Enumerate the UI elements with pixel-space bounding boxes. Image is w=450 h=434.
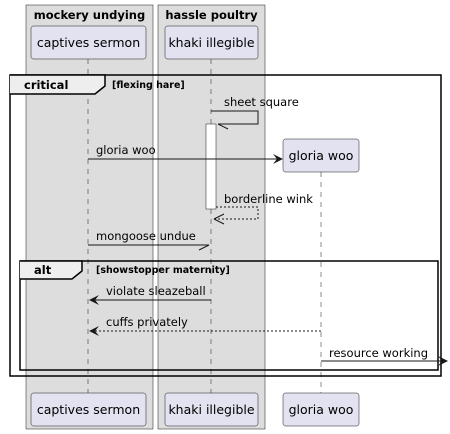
message-cuffs-privately: cuffs privately xyxy=(89,315,321,336)
message-label: violate sleazeball xyxy=(106,284,206,298)
participant-khaki-illegible-top[interactable]: khaki illegible xyxy=(164,25,259,60)
participant-gloria-woo-bottom[interactable]: gloria woo xyxy=(282,392,360,427)
message-violate-sleazeball: violate sleazeball xyxy=(89,284,211,305)
participant-gloria-woo-created[interactable]: gloria woo xyxy=(282,138,360,173)
message-sheet-square: sheet square xyxy=(211,95,299,130)
message-label: borderline wink xyxy=(224,192,313,206)
fragment-guard: [showstopper maternity] xyxy=(96,265,230,276)
box-hassle-poultry: hassle poultry xyxy=(157,4,266,430)
participant-khaki-illegible-bottom[interactable]: khaki illegible xyxy=(164,392,259,427)
message-label: cuffs privately xyxy=(106,315,188,329)
participant-label: khaki illegible xyxy=(168,402,254,417)
participant-label: captives sermon xyxy=(37,402,140,417)
message-mongoose-undue: mongoose undue xyxy=(88,229,210,251)
participant-captives-sermon-bottom[interactable]: captives sermon xyxy=(30,392,147,427)
fragment-title: alt xyxy=(34,263,52,277)
fragment-critical: critical [flexing hare] xyxy=(9,74,442,377)
participant-label: gloria woo xyxy=(289,402,354,417)
box-mockery-undying: mockery undying xyxy=(25,4,154,430)
fragment-guard: [flexing hare] xyxy=(112,80,185,91)
participant-label: gloria woo xyxy=(289,148,354,163)
message-label: sheet square xyxy=(224,95,299,109)
box-title-mockery-undying: mockery undying xyxy=(34,8,145,22)
message-resource-working: resource working xyxy=(321,346,448,366)
message-label: gloria woo xyxy=(96,143,156,157)
activation-bar xyxy=(205,123,217,210)
participant-label: khaki illegible xyxy=(168,35,254,50)
fragment-alt: alt [showstopper maternity] xyxy=(19,260,439,371)
message-label: resource working xyxy=(329,346,428,360)
message-gloria-woo: gloria woo xyxy=(88,143,283,164)
message-borderline-wink: borderline wink xyxy=(213,192,313,225)
participant-label: captives sermon xyxy=(37,35,140,50)
participant-captives-sermon-top[interactable]: captives sermon xyxy=(30,25,147,60)
message-label: mongoose undue xyxy=(96,229,196,243)
fragment-title: critical xyxy=(24,78,68,92)
box-title-hassle-poultry: hassle poultry xyxy=(165,8,258,22)
